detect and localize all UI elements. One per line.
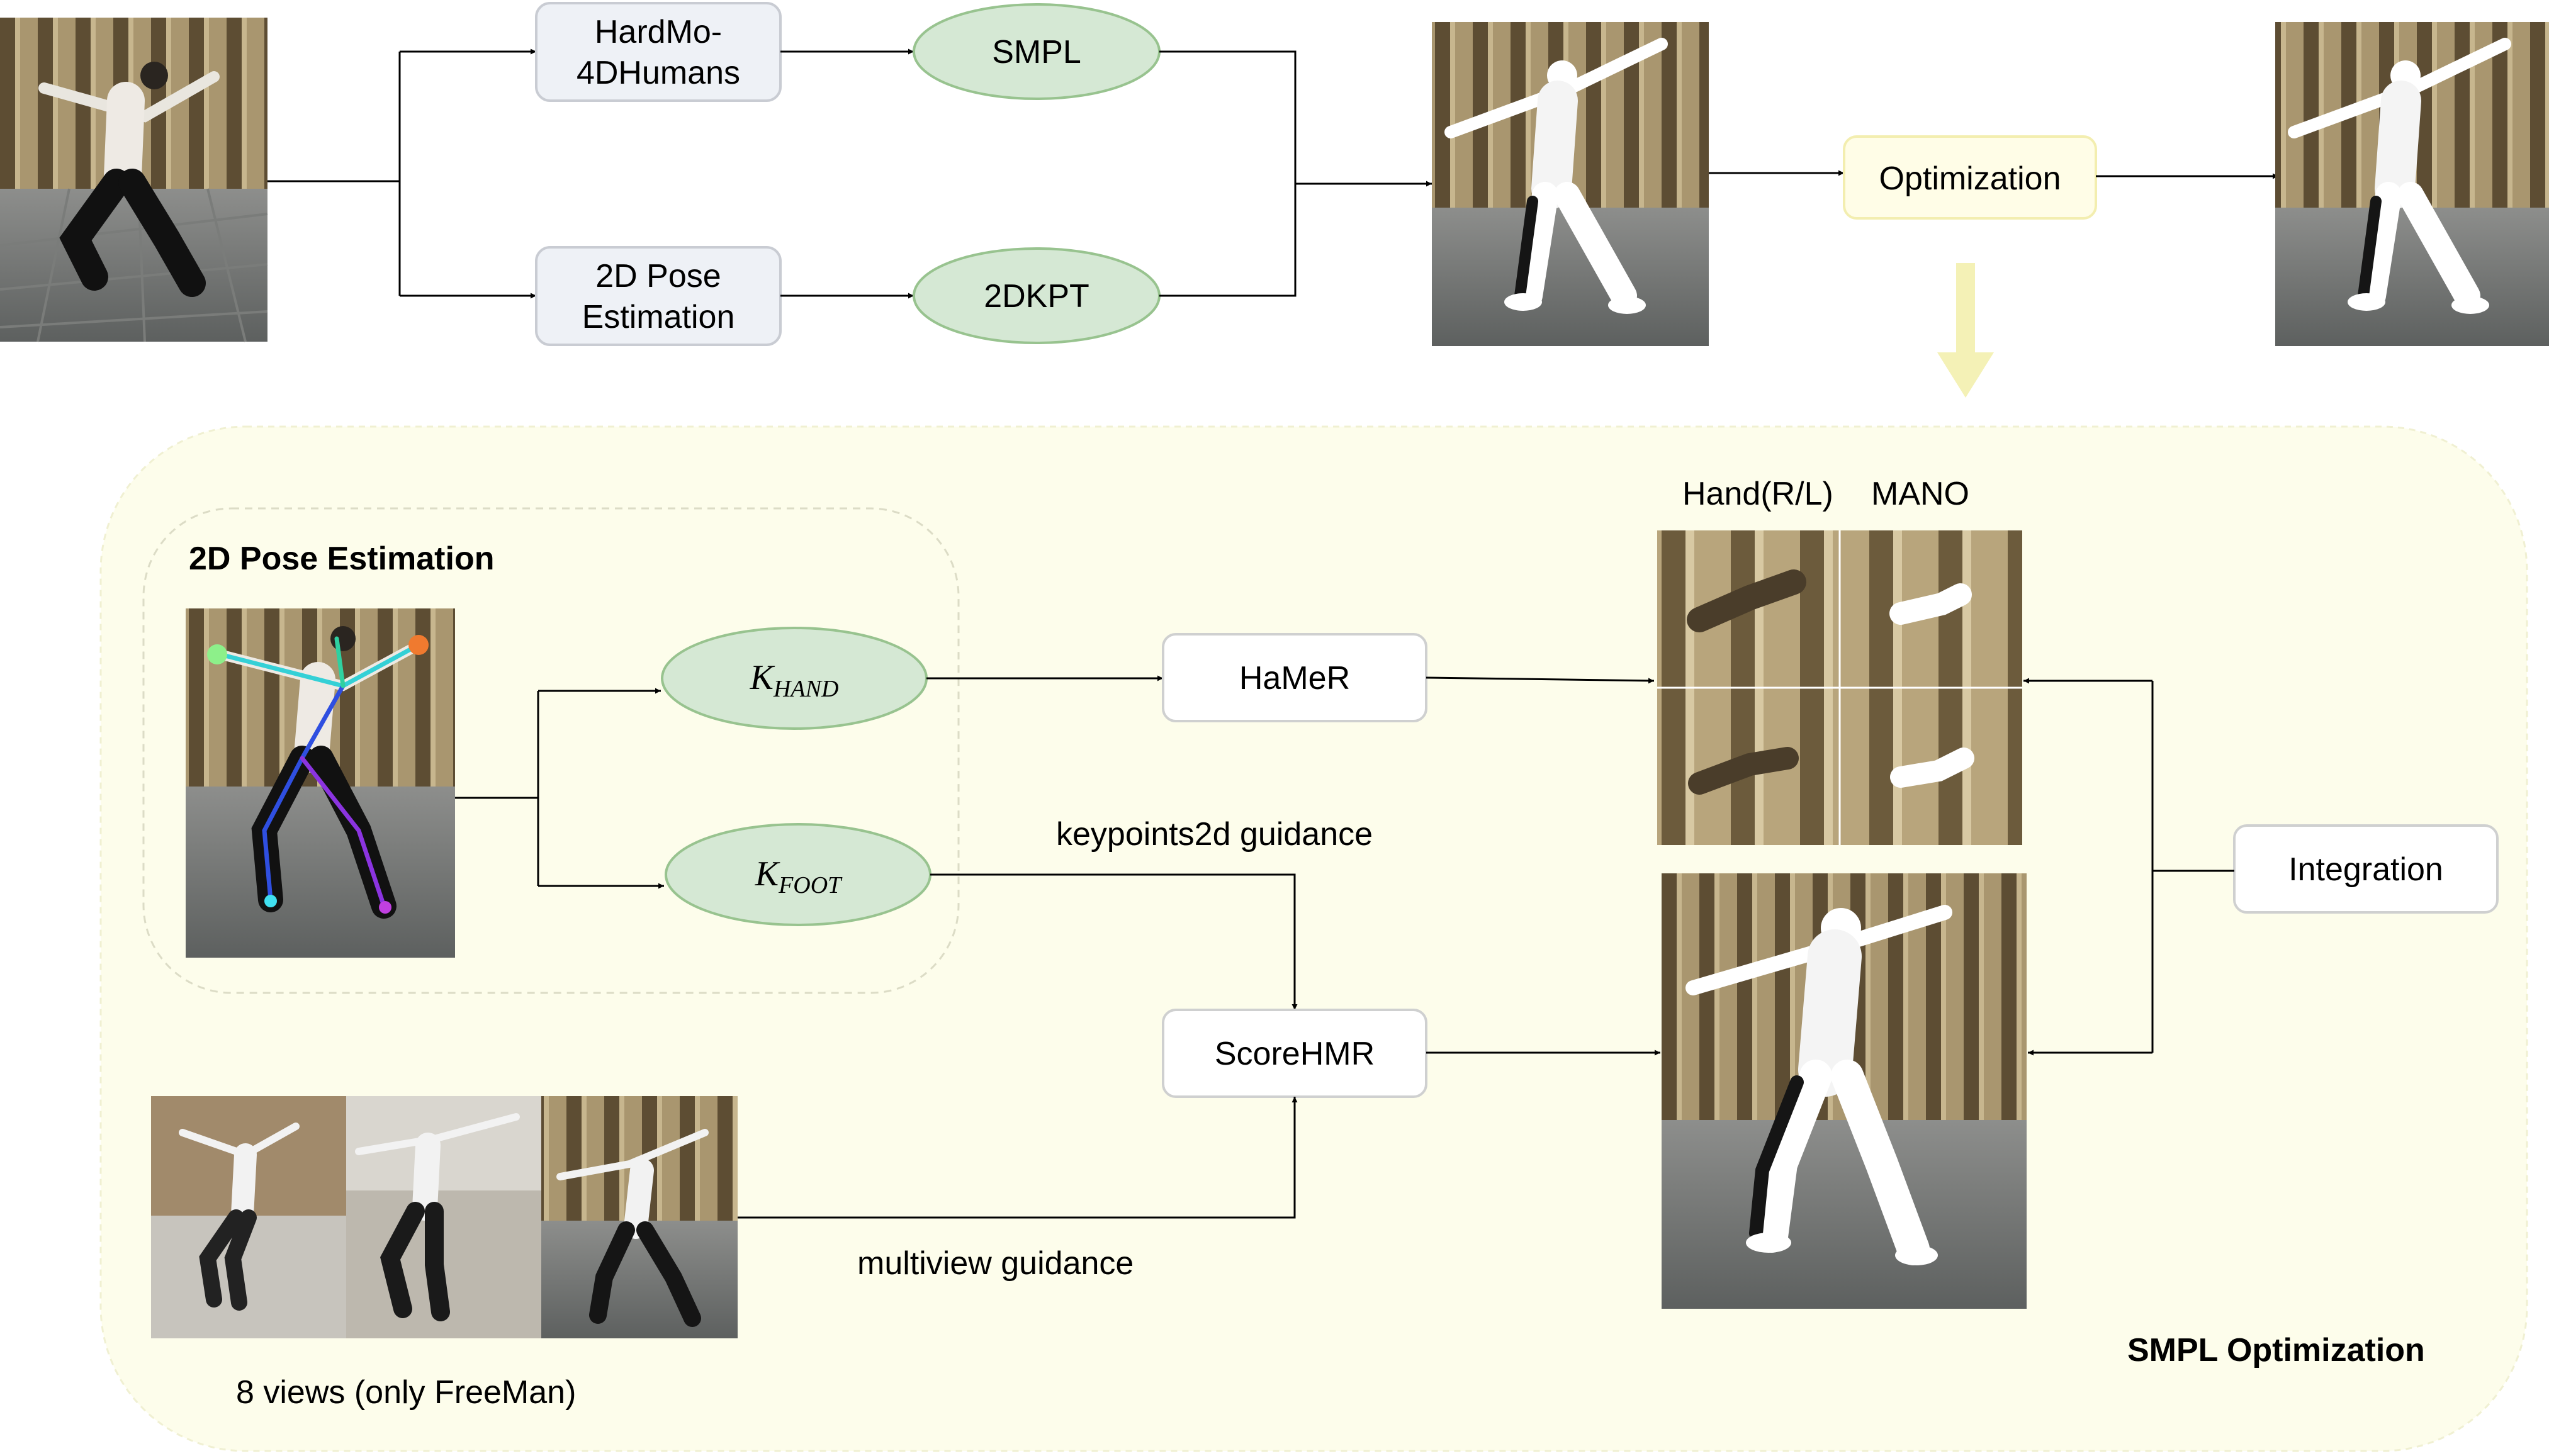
multiview-photos (151, 1096, 738, 1338)
pose-estimation-box: 2D Pose Estimation (535, 246, 782, 346)
k-foot-ellipse: KFOOT (665, 823, 931, 926)
scorehmr-label: ScoreHMR (1215, 1036, 1375, 1072)
keypoint-skeleton-photo (186, 608, 455, 958)
hamer-box: HaMeR (1162, 633, 1427, 722)
k-foot-symbol: K (755, 854, 780, 893)
views-caption: 8 views (only FreeMan) (236, 1374, 576, 1411)
hamer-label: HaMeR (1239, 660, 1350, 697)
multiview-guidance-label: multiview guidance (857, 1245, 1134, 1282)
hardmo-label-line2: 4DHumans (577, 55, 740, 91)
kpt-ellipse: 2DKPT (913, 247, 1161, 344)
pose-label-line2: Estimation (582, 299, 735, 335)
smpl-label: SMPL (992, 34, 1081, 70)
kpt-label: 2DKPT (984, 278, 1089, 315)
smpl-render-optimized (2275, 22, 2549, 346)
k-foot-label: KFOOT (755, 854, 843, 899)
smpl-optimization-title: SMPL Optimization (2127, 1332, 2425, 1369)
keypoints-guidance-label: keypoints2d guidance (1056, 816, 1373, 853)
scorehmr-box: ScoreHMR (1162, 1009, 1427, 1098)
smpl-render-initial (1432, 22, 1709, 346)
integration-label: Integration (2288, 851, 2443, 888)
mano-label: MANO (1871, 476, 1969, 512)
optimization-box: Optimization (1843, 135, 2097, 220)
pose-estimation-section (142, 507, 960, 994)
hand-images (1657, 530, 2022, 845)
k-foot-subscript: FOOT (778, 872, 843, 899)
smpl-ellipse: SMPL (913, 3, 1161, 100)
k-hand-subscript: HAND (773, 676, 838, 702)
pose-section-title: 2D Pose Estimation (189, 540, 494, 577)
k-hand-symbol: K (750, 658, 775, 697)
hardmo-4dhumans-box: HardMo- 4DHumans (535, 2, 782, 102)
hardmo-label-line1: HardMo- (595, 14, 722, 50)
hand-label: Hand(R/L) (1682, 476, 1833, 512)
optimization-label: Optimization (1879, 160, 2061, 197)
integration-box: Integration (2233, 824, 2499, 914)
pose-label-line1: 2D Pose (595, 258, 721, 294)
k-hand-ellipse: KHAND (661, 627, 928, 730)
smpl-render-refined (1662, 873, 2027, 1309)
k-hand-label: KHAND (750, 658, 839, 702)
input-photo (0, 18, 268, 342)
expand-down-arrow-icon (1937, 263, 1994, 398)
